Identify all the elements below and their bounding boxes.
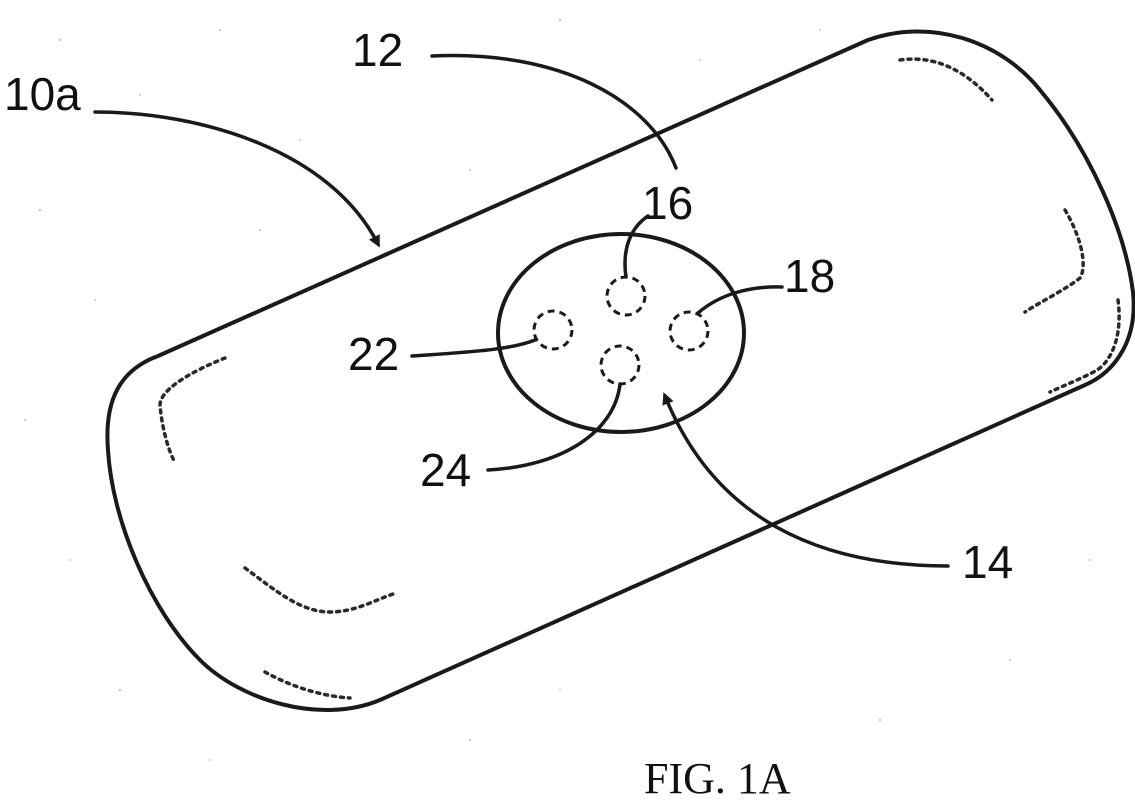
leader-10a [95, 112, 378, 244]
port-22 [534, 311, 572, 349]
port-16 [607, 277, 645, 315]
label-14: 14 [962, 536, 1013, 588]
port-18 [670, 312, 708, 350]
leader-22 [412, 340, 535, 356]
figure-caption: FIG. 1A [644, 754, 791, 803]
label-18: 18 [784, 250, 835, 302]
label-22: 22 [348, 328, 399, 380]
label-12: 12 [352, 24, 403, 76]
sensor-area [498, 234, 744, 432]
device-outline [107, 31, 1133, 710]
leader-lines [95, 56, 948, 566]
paper-speckle [24, 19, 1091, 761]
label-24: 24 [420, 444, 471, 496]
depth-edge-bottom-left [245, 568, 393, 612]
leader-24 [488, 384, 620, 470]
depth-edge-top-right [900, 59, 992, 100]
device-body [107, 31, 1133, 710]
reference-labels: 10a 12 16 18 22 24 14 [4, 24, 1013, 588]
label-16: 16 [642, 177, 693, 229]
leader-12 [432, 56, 676, 168]
depth-edge-bottom [265, 672, 350, 698]
label-10a: 10a [4, 68, 81, 120]
depth-edge-bottom-right [1050, 300, 1119, 392]
depth-edge-left [160, 358, 225, 462]
depth-edge-right [1025, 210, 1083, 312]
port-24 [601, 346, 639, 384]
leader-14 [665, 396, 948, 566]
